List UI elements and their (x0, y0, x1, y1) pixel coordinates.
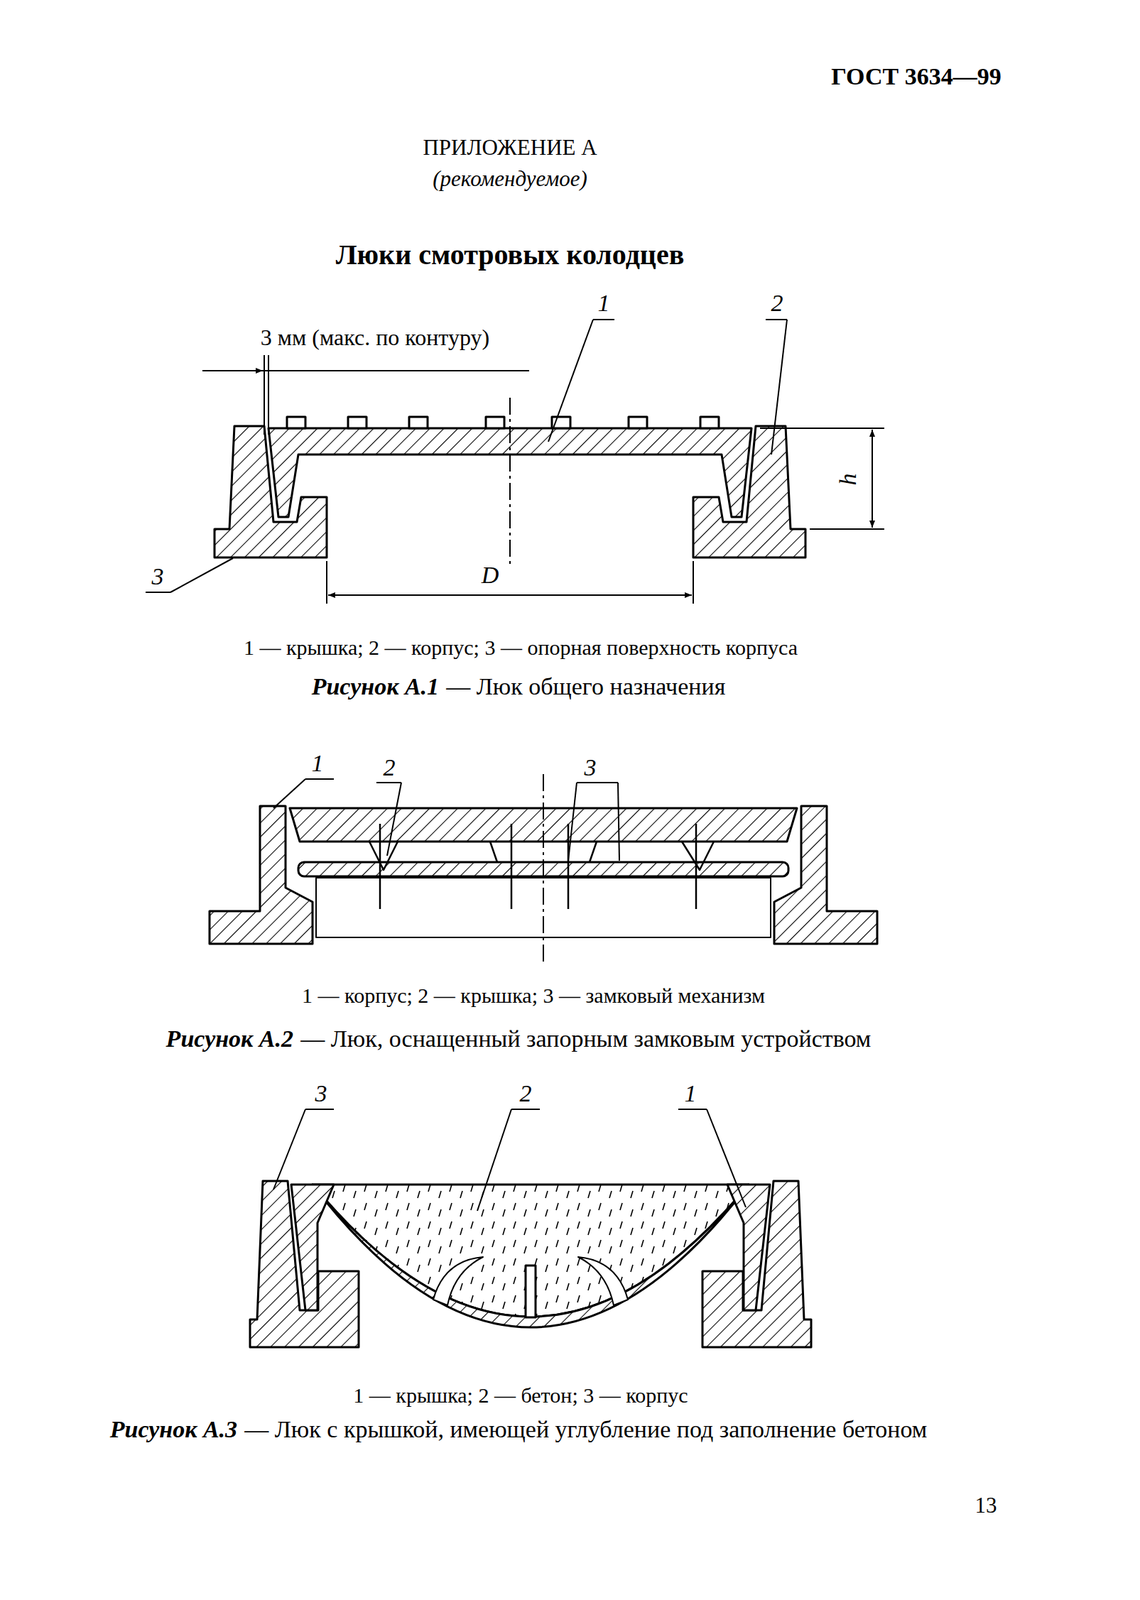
figure-number: Рисунок А.2 (166, 1025, 294, 1052)
figure-title: — Люк, оснащенный запорным замковым устр… (300, 1025, 871, 1052)
callout-number: 1 (309, 750, 327, 777)
callout-number: 2 (517, 1080, 535, 1107)
figure-title: — Люк общего назначения (446, 673, 726, 700)
page-number: 13 (975, 1493, 998, 1518)
figure-caption: Рисунок А.1 — Люк общего назначения (42, 670, 995, 704)
callout-number: 2 (769, 289, 786, 317)
callout-number: 1 (595, 289, 613, 317)
dimension-label: 3 мм (макс. по контуру) (258, 325, 492, 351)
callout-number: 2 (381, 754, 398, 781)
figure-number: Рисунок А.3 (110, 1416, 238, 1443)
appendix-note: (рекомендуемое) (432, 166, 588, 192)
figure-title: — Люк с крышкой, имеющей углубление под … (244, 1416, 927, 1443)
figure-caption: Рисунок А.2— Люк, оснащенный запорным за… (42, 1022, 995, 1056)
dimension-label: D (479, 561, 502, 589)
callout-number: 1 (682, 1080, 699, 1107)
legend-text: 1 — корпус; 2 — крышка; 3 — замковый мех… (301, 983, 765, 1008)
legend-text: 1 — крышка; 2 — корпус; 3 — опорная пове… (243, 635, 798, 660)
callout-number: 3 (313, 1080, 330, 1107)
appendix-heading: ПРИЛОЖЕНИЕ А (422, 135, 597, 160)
figure-number: Рисунок А.1 (311, 673, 439, 700)
page-title: Люки смотровых колодцев (335, 239, 685, 271)
callout-number: 3 (149, 563, 167, 590)
standard-code: ГОСТ 3634—99 (831, 63, 1001, 90)
dimension-label: h (834, 471, 861, 488)
legend-text: 1 — крышка; 2 — бетон; 3 — корпус (353, 1383, 688, 1408)
callout-number: 3 (582, 754, 599, 781)
figure-caption: Рисунок А.3— Люк с крышкой, имеющей углу… (42, 1413, 995, 1447)
